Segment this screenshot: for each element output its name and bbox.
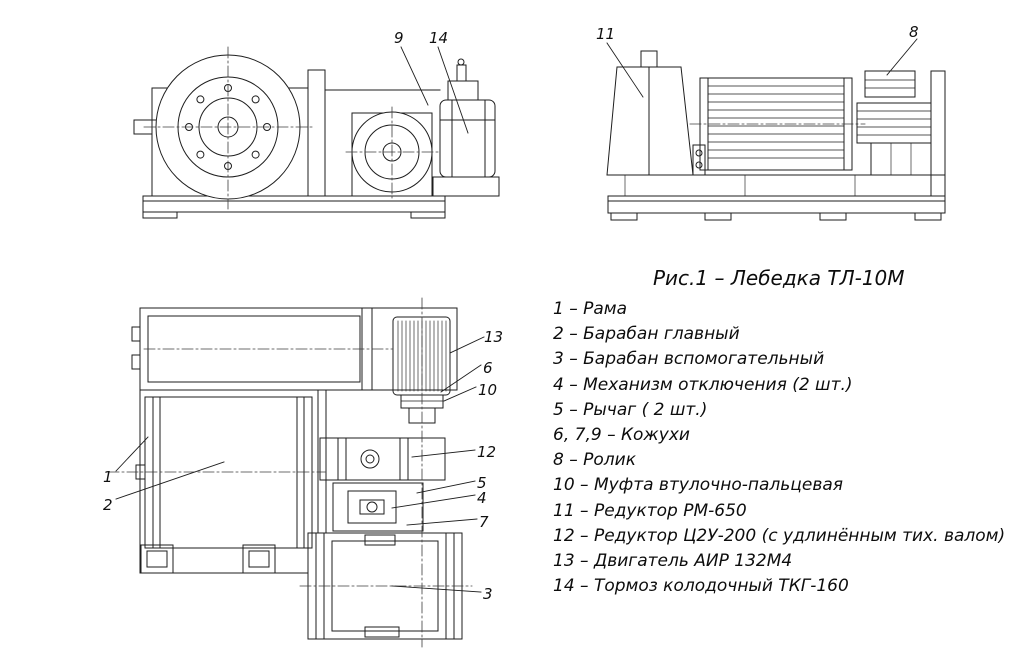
legend-item-14: 14 – Тормоз колодочный ТКГ-160 — [553, 576, 849, 597]
main-drum-end-flange — [143, 46, 313, 210]
callout-14: 14 — [429, 29, 449, 47]
callout-4: 4 — [477, 489, 487, 507]
release-mechanism — [332, 482, 424, 532]
frame-base — [607, 174, 946, 221]
legend-item-5: 5 – Рычаг ( 2 шт.) — [553, 399, 708, 420]
callout-3: 3 — [483, 585, 493, 603]
brake-and-motor — [432, 58, 500, 197]
callout-5: 5 — [477, 474, 487, 492]
callout-1: 1 — [103, 468, 113, 486]
callout-7: 7 — [479, 513, 489, 531]
legend-item-1: 1 – Рама — [553, 299, 628, 319]
legend-item-6-7-9: 6, 7,9 – Кожухи — [553, 425, 690, 446]
legend-item-4: 4 – Механизм отключения (2 шт.) — [553, 374, 853, 395]
main-drum — [689, 77, 866, 171]
parts-legend: 1 – Рама 2 – Барабан главный 3 – Барабан… — [553, 297, 1023, 599]
roller-assembly — [856, 70, 946, 197]
callout-9: 9 — [394, 29, 404, 47]
frame-base — [142, 195, 446, 219]
gearbox-rm650 — [606, 50, 706, 176]
foot-pads — [140, 544, 276, 574]
legend-item-3: 3 – Барабан вспомогательный — [553, 349, 825, 370]
leader-lines — [400, 46, 469, 134]
callout-8: 8 — [909, 23, 919, 41]
aux-drum — [299, 532, 473, 640]
plan-view-drawing — [107, 297, 485, 648]
legend-item-12: 12 – Редуктор Ц2У-200 (с удлинённым тих.… — [553, 525, 1006, 546]
callout-2: 2 — [103, 496, 113, 514]
legend-item-11: 11 – Редуктор РМ-650 — [553, 500, 747, 521]
side-view-drawing — [606, 38, 946, 221]
figure-caption: Рис.1 – Лебедка ТЛ-10М 1 – Рама 2 – Бара… — [553, 266, 1023, 599]
legend-item-2: 2 – Барабан главный — [553, 324, 740, 345]
callout-11: 11 — [596, 25, 616, 43]
leader-lines — [115, 336, 485, 593]
legend-item-10: 10 – Муфта втулочно-пальцевая — [553, 475, 843, 496]
callout-13: 13 — [484, 328, 504, 346]
gearbox-c2u200 — [319, 437, 446, 481]
frame-top-rail — [131, 307, 458, 391]
front-view-drawing — [133, 46, 500, 219]
legend-item-13: 13 – Двигатель АИР 132М4 — [553, 551, 793, 572]
coupling-casing — [345, 106, 439, 199]
callout-12: 12 — [477, 443, 497, 461]
main-drum — [107, 396, 326, 549]
callout-10: 10 — [478, 381, 498, 399]
leader-lines — [606, 38, 918, 98]
legend-item-8: 8 – Ролик — [553, 450, 636, 471]
callout-6: 6 — [483, 359, 493, 377]
figure-title: Рис.1 – Лебедка ТЛ-10М — [653, 266, 905, 290]
motor-air132m4 — [392, 316, 451, 396]
